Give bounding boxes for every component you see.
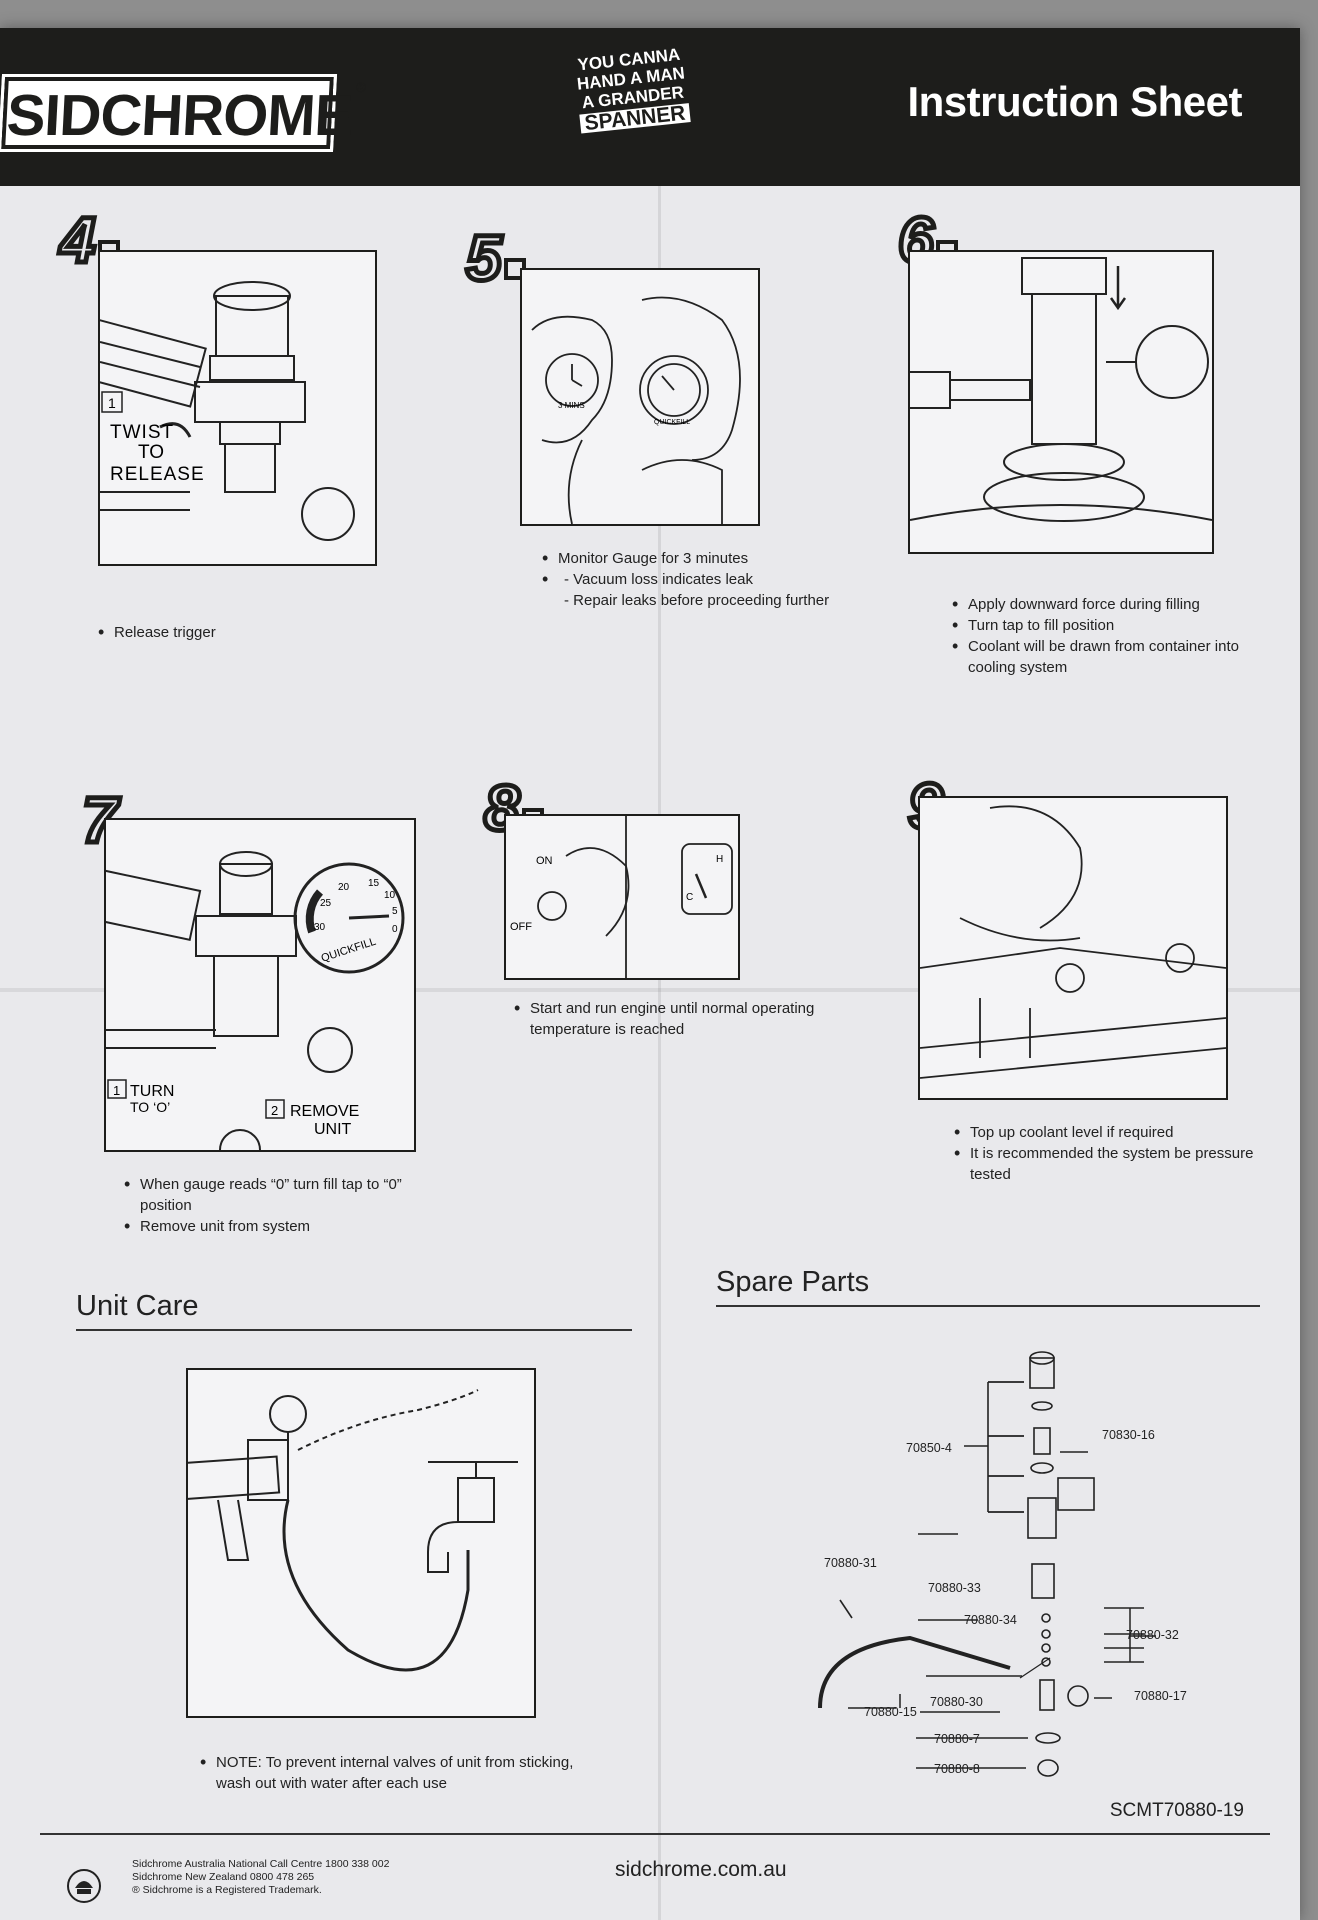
part-label-70880-15: 70880-15 <box>864 1705 917 1719</box>
top-up-coolant-drawing <box>920 805 1226 1079</box>
to-o-label: TO ‘O’ <box>130 1099 170 1115</box>
brand-name: SIDCHROME <box>5 83 355 148</box>
registered-mark: ® <box>355 79 366 95</box>
footer-divider <box>40 1833 1270 1835</box>
safety-helmet-icon <box>67 1869 101 1903</box>
list-item: Remove unit from system <box>124 1216 440 1237</box>
contact-line: Sidchrome Australia National Call Centre… <box>132 1858 390 1870</box>
list-item: NOTE: To prevent internal valves of unit… <box>200 1752 596 1794</box>
step-7-label-1: 1 <box>113 1083 120 1098</box>
gauge-tick-5: 5 <box>392 906 398 917</box>
gauge-tick-10: 10 <box>384 890 396 901</box>
step-6-illustration <box>908 250 1214 554</box>
hot-label: H <box>716 854 723 865</box>
step-6-instructions: Apply downward force during filling Turn… <box>950 594 1268 678</box>
step-5-instructions: Monitor Gauge for 3 minutes - Vacuum los… <box>540 548 838 611</box>
step-9-instructions: Top up coolant level if required It is r… <box>952 1122 1260 1185</box>
wash-out-drawing <box>188 1389 518 1672</box>
slogan-badge: YOU CANNA HAND A MAN A GRANDER SPANNER <box>568 44 696 135</box>
turn-label: TURN <box>130 1083 174 1100</box>
3-mins-label: 3 MINS <box>558 401 585 410</box>
trigger-release-drawing: 1 TWIST TO RELEASE <box>100 281 355 541</box>
part-label-70880-31: 70880-31 <box>824 1556 877 1570</box>
part-label-70880-34: 70880-34 <box>964 1613 1017 1627</box>
gauge-monitor-drawing: 3 MINS QUICKFILL <box>531 296 741 524</box>
part-label-70880-7: 70880-7 <box>934 1732 980 1746</box>
step-8-illustration: ON OFF H C <box>504 814 740 980</box>
step-9-illustration <box>918 796 1228 1100</box>
contact-info: Sidchrome Australia National Call Centre… <box>132 1858 389 1897</box>
unit-care-heading: Unit Care <box>76 1290 632 1331</box>
contact-line: Sidchrome New Zealand 0800 478 265 <box>132 1871 315 1883</box>
cold-label: C <box>686 892 693 903</box>
part-label-70880-30: 70880-30 <box>930 1695 983 1709</box>
gauge-tick-20: 20 <box>338 882 350 893</box>
website-link[interactable]: sidchrome.com.au <box>615 1858 787 1881</box>
gauge-tick-0: 0 <box>392 924 398 935</box>
remove-label: REMOVE <box>290 1103 359 1120</box>
list-item: Release trigger <box>98 622 374 643</box>
page-title: Instruction Sheet <box>907 78 1242 125</box>
on-label: ON <box>536 855 553 867</box>
part-label-70830-16: 70830-16 <box>1102 1428 1155 1442</box>
list-item: - Repair leaks before proceeding further <box>564 592 830 609</box>
off-label: OFF <box>510 921 532 933</box>
quickfill-label: QUICKFILL <box>654 419 690 426</box>
sub-list: - Vacuum loss indicates leak - Repair le… <box>558 569 838 611</box>
twist-label: TWIST <box>110 422 174 443</box>
part-label-70880-8: 70880-8 <box>934 1762 980 1776</box>
list-item: Apply downward force during filling <box>952 594 1268 615</box>
gauge-tick-30: 30 <box>314 922 326 933</box>
part-label-70880-33: 70880-33 <box>928 1581 981 1595</box>
step-5-number: 5 <box>464 224 526 293</box>
gauge-tick-15: 15 <box>368 878 380 889</box>
part-label-70880-17: 70880-17 <box>1134 1689 1187 1703</box>
spare-parts-diagram <box>818 1351 1156 1777</box>
step-7-illustration: 20 15 25 10 30 5 0 QUICKFILL 1 TURN TO ‘… <box>104 818 416 1152</box>
step-4-illustration: 1 TWIST TO RELEASE <box>98 250 377 566</box>
list-item: Monitor Gauge for 3 minutes <box>542 548 838 569</box>
step-8-instructions: Start and run engine until normal operat… <box>512 998 820 1040</box>
step-7-instructions: When gauge reads “0” turn fill tap to “0… <box>122 1174 440 1237</box>
part-label-70880-32: 70880-32 <box>1126 1628 1179 1642</box>
to-label: TO <box>138 442 164 463</box>
unit-care-illustration <box>186 1368 536 1718</box>
header-bar: SIDCHROME® YOU CANNA HAND A MAN A GRANDE… <box>0 28 1300 186</box>
unit-care-instructions: NOTE: To prevent internal valves of unit… <box>198 1752 596 1794</box>
list-item: - Vacuum loss indicates leak <box>564 571 753 588</box>
turn-tap-drawing: 20 15 25 10 30 5 0 QUICKFILL 1 TURN TO ‘… <box>106 851 405 1150</box>
list-item: When gauge reads “0” turn fill tap to “0… <box>124 1174 440 1216</box>
step-7-label-2: 2 <box>271 1103 278 1118</box>
instruction-sheet: SIDCHROME® YOU CANNA HAND A MAN A GRANDE… <box>0 28 1300 1920</box>
quickfill-label: QUICKFILL <box>320 936 378 965</box>
spare-parts-heading: Spare Parts <box>716 1266 1260 1307</box>
gauge-tick-25: 25 <box>320 898 332 909</box>
step-4-instructions: Release trigger <box>96 622 374 643</box>
list-item: It is recommended the system be pressure… <box>954 1143 1260 1185</box>
list-item: Coolant will be drawn from container int… <box>952 636 1268 678</box>
part-label-70850-4: 70850-4 <box>906 1441 952 1455</box>
start-engine-drawing: ON OFF H C <box>510 816 733 978</box>
brand-logo: SIDCHROME® <box>0 74 366 152</box>
step-4-label-1: 1 <box>108 395 116 411</box>
list-item: Top up coolant level if required <box>954 1122 1260 1143</box>
list-item: Turn tap to fill position <box>952 615 1268 636</box>
downward-force-drawing <box>910 257 1212 522</box>
contact-line: ® Sidchrome is a Registered Trademark. <box>132 1884 322 1896</box>
document-code: SCMT70880-19 <box>1109 1800 1244 1821</box>
unit-label: UNIT <box>314 1121 352 1138</box>
release-label: RELEASE <box>110 464 205 485</box>
step-5-illustration: 3 MINS QUICKFILL <box>520 268 760 526</box>
paper-fold-horizontal <box>0 988 1300 992</box>
list-item: Start and run engine until normal operat… <box>514 998 820 1040</box>
